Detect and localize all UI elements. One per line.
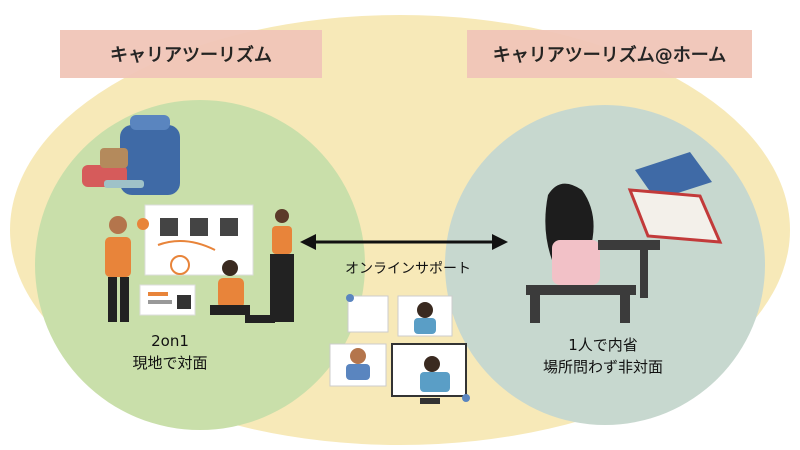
right-caption: 1人で内省 場所問わず非対面 <box>528 334 678 378</box>
checklist-card <box>139 284 196 316</box>
double-arrow <box>300 234 508 250</box>
luggage-illustration <box>82 115 180 195</box>
right-title-box: キャリアツーリズム@ホーム <box>467 30 752 78</box>
left-title-box: キャリアツーリズム <box>60 30 322 78</box>
person-kneeling <box>210 260 275 323</box>
left-title: キャリアツーリズム <box>110 45 272 66</box>
left-caption-line2: 現地で対面 <box>132 354 208 372</box>
person-standing <box>270 209 294 322</box>
person-writing <box>526 183 660 323</box>
left-caption-line1: 2on1 <box>151 332 189 350</box>
left-caption: 2on1 現地で対面 <box>110 330 230 374</box>
right-caption-line2: 場所問わず非対面 <box>542 358 663 376</box>
arrow-label: オンラインサポート <box>345 261 471 277</box>
right-title: キャリアツーリズム@ホーム <box>492 45 727 66</box>
right-caption-line1: 1人で内省 <box>568 336 638 354</box>
online-meeting-illustration <box>329 294 470 404</box>
person-left <box>105 216 131 322</box>
books-illustration <box>627 152 723 244</box>
